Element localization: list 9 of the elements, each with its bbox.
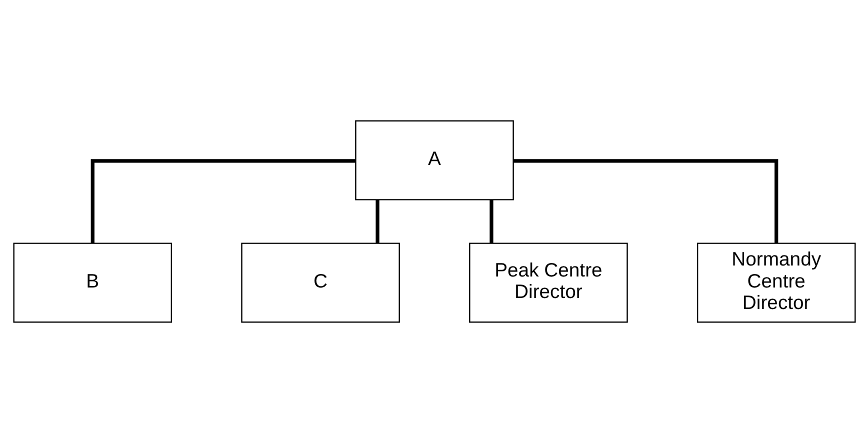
node-box: B bbox=[12, 242, 172, 322]
connector bbox=[512, 158, 778, 243]
connector bbox=[375, 199, 379, 242]
connector bbox=[489, 199, 493, 242]
node-box: C bbox=[240, 242, 400, 322]
connector bbox=[90, 158, 356, 243]
node-box: Normandy Centre Director bbox=[696, 242, 856, 322]
node-box: A bbox=[354, 120, 514, 200]
node-box: Peak Centre Director bbox=[468, 242, 628, 322]
